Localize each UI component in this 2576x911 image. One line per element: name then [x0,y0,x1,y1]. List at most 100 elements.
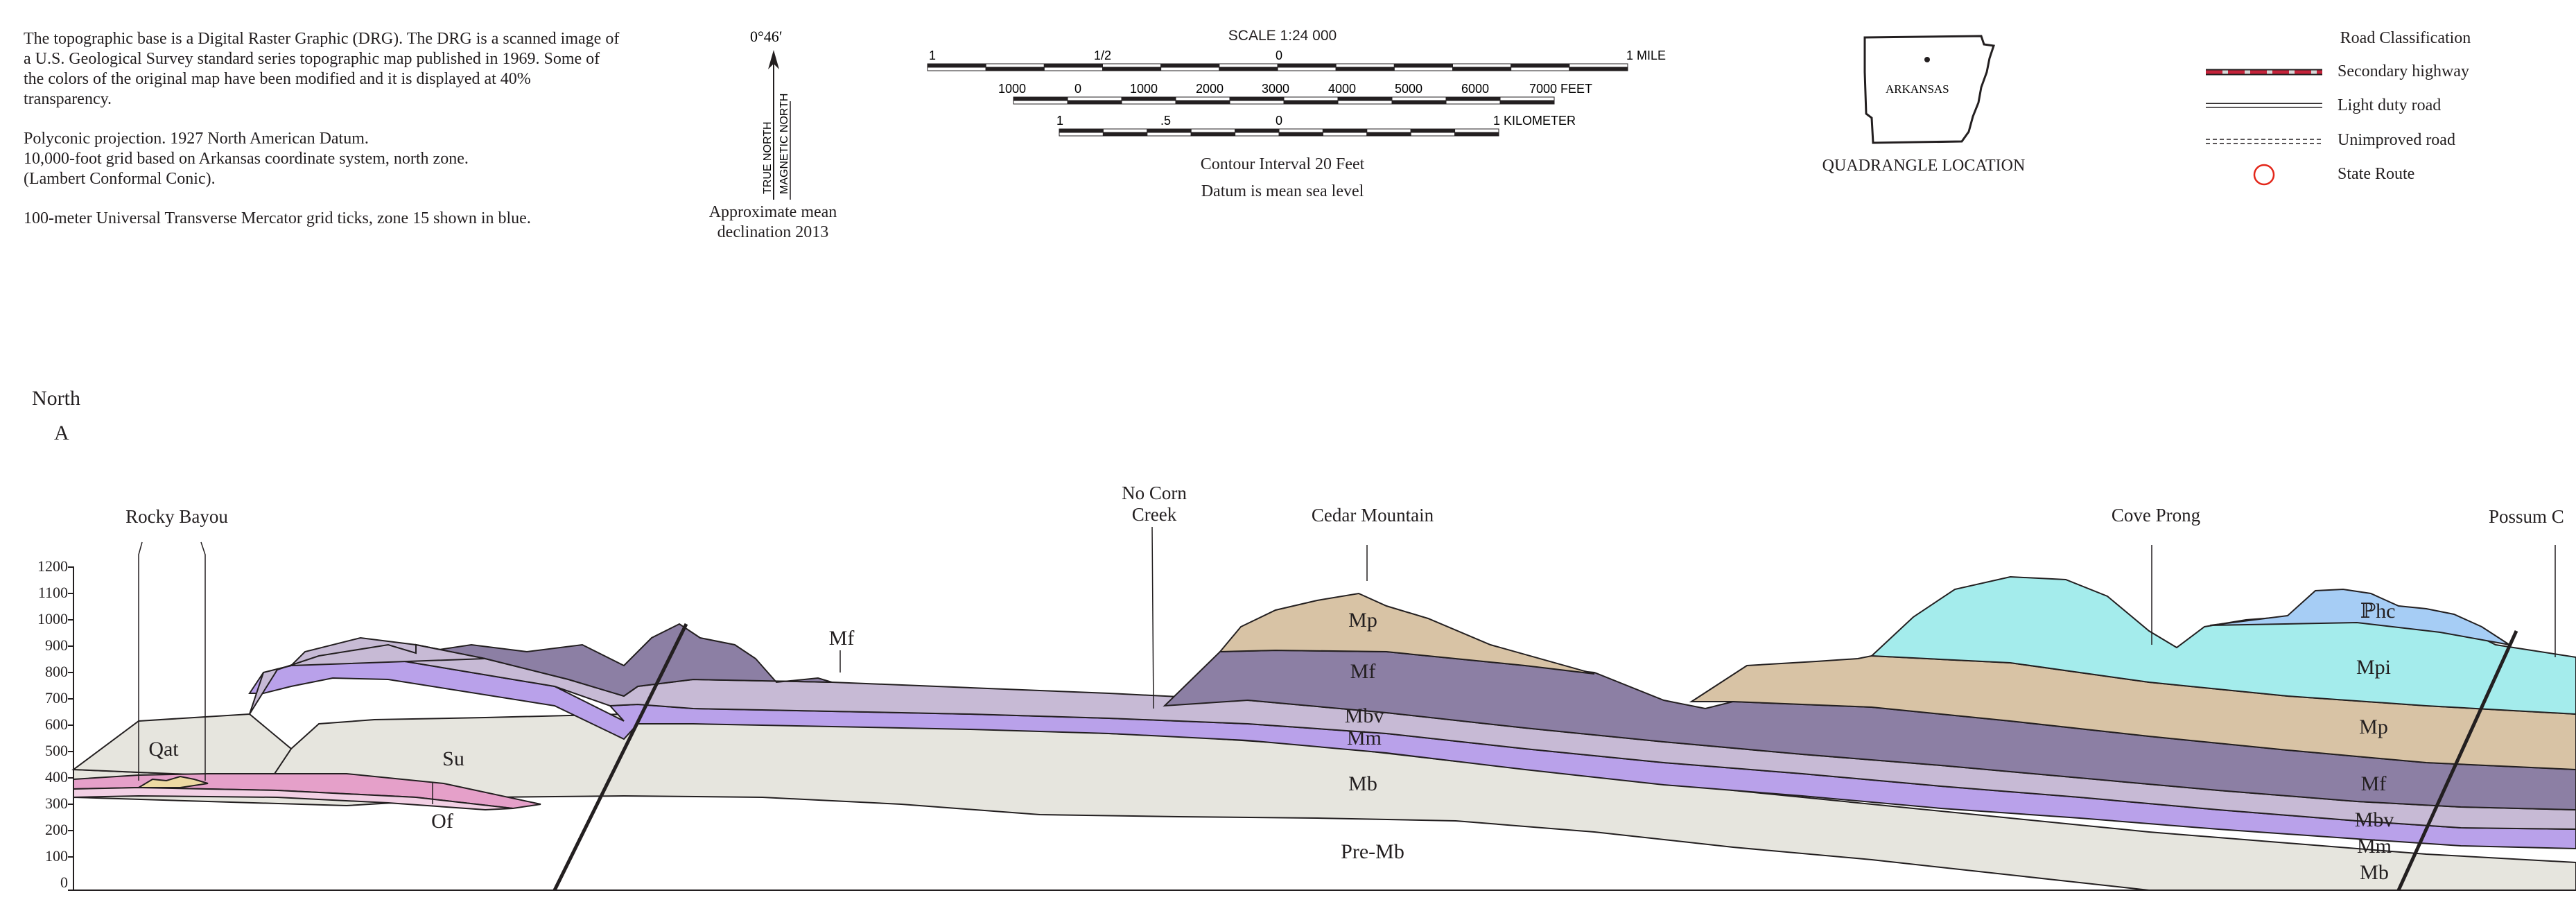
unit-label-mf-right: Mf [2360,772,2387,795]
datum-note: Datum is mean sea level [1201,182,1364,200]
scale-bars: 1 1/2 0 1 MILE 1000 0 1000 2000 3000 400… [927,49,1666,137]
mile-label-1: 1 [929,49,936,62]
road-label-secondary-highway: Secondary highway [2338,62,2469,80]
state-route-symbol [2253,164,2275,186]
fault-line-right [2396,630,2518,892]
unit-su-area-fill [71,713,293,792]
unimproved-road-symbol [2206,139,2322,144]
mile-scale-segment [1569,67,1628,71]
unit-label-pre-mb: Pre-Mb [1341,840,1404,863]
road-label-unimproved-road: Unimproved road [2338,131,2455,149]
declination-angle: 0°46′ [750,28,783,45]
km-label-end: 1 KILOMETER [1493,114,1576,128]
y-tick-label: 0 [60,874,68,891]
projection-note: Polyconic projection. 1927 North America… [24,129,620,189]
unit-label-mbv: Mbv [1344,704,1384,727]
feet-label-3000: 3000 [1262,82,1289,96]
feet-label-4000: 4000 [1328,82,1356,96]
contour-interval-note: Contour Interval 20 Feet [1200,155,1365,173]
y-tick-label: 500 [45,742,68,759]
mile-label-end: 1 MILE [1626,49,1666,62]
declination-caption: Approximate mean declination 2013 [708,203,837,241]
unit-label-mf: Mf [1350,660,1376,683]
km-label-half: .5 [1160,114,1171,128]
feature-rocky-bayou: Rocky Bayou [125,506,228,527]
unit-label-mbv-right: Mbv [2354,808,2394,831]
feature-possum: Possum C [2489,506,2564,527]
road-label-state-route: State Route [2338,165,2415,183]
road-legend-symbols [2206,69,2322,186]
y-tick-label: 1200 [37,557,68,575]
arkansas-label: ARKANSAS [1886,83,1949,96]
fault-line-left [552,623,688,892]
projection-line-3: (Lambert Conformal Conic). [24,170,216,188]
feet-scale-segment [1499,100,1555,105]
utm-note: 100-meter Universal Transverse Mercator … [24,209,531,227]
feet-scale: 1000 0 1000 2000 3000 4000 5000 6000 700… [998,82,1592,105]
unit-label-mpi: Mpi [2356,656,2391,679]
scale-title: SCALE 1:24 000 [1228,28,1337,44]
feet-label-7000: 7000 FEET [1529,82,1592,96]
magnetic-north-label: MAGNETIC NORTH [778,94,790,194]
mile-scale: 1 1/2 0 1 MILE [927,49,1666,71]
unit-label-mf-upper: Mf [828,627,855,650]
unit-label-qat: Qat [148,738,179,761]
y-tick-label: 200 [45,821,68,838]
arkansas-state-shape [1863,35,1995,144]
road-legend-title: Road Classification [2340,29,2471,47]
km-scale-segment [1454,132,1499,137]
feet-label-6000: 6000 [1461,82,1489,96]
y-tick-label: 300 [45,795,68,812]
no-corn-creek-line-2: Creek [1131,504,1177,525]
unit-label-mm-right: Mm [2356,835,2392,858]
mile-label-0: 0 [1276,49,1282,62]
true-north-arrowhead [768,50,779,69]
km-scale: 1 .5 0 1 KILOMETER [1056,114,1576,137]
unit-label-of: Of [431,810,453,833]
feature-cedar-mountain: Cedar Mountain [1311,505,1434,526]
y-tick-label: 900 [45,636,68,654]
quadrangle-caption: QUADRANGLE LOCATION [1822,157,2026,175]
unit-label-mp: Mp [1348,609,1377,632]
unit-label-phc: ℙhc [2360,600,2396,623]
unit-label-mp-right: Mp [2359,715,2388,738]
feature-no-corn-creek: No Corn Creek [1095,483,1213,526]
feet-label-2000: 2000 [1196,82,1224,96]
km-label-1: 1 [1056,114,1063,128]
y-tick-label: 700 [45,689,68,706]
feature-cove-prong: Cove Prong [2111,505,2201,526]
projection-line-2: 10,000-foot grid based on Arkansas coord… [24,150,469,168]
unit-phc-fill [2209,588,2510,645]
road-label-light-duty-road: Light duty road [2338,96,2442,114]
arkansas-outline-map: ARKANSAS [1863,35,1995,144]
quadrangle-location-dot [1924,57,1930,62]
y-tick-label: 1100 [37,584,68,601]
feature-leader-lines [138,526,2556,804]
feet-label-0: 0 [1074,82,1081,96]
unit-label-mb-right: Mb [2360,861,2389,884]
section-letter-label: A [54,422,69,444]
drg-note: The topographic base is a Digital Raster… [24,30,620,108]
map-info-text: The topographic base is a Digital Raster… [24,29,620,248]
feet-label-1000: 1000 [1130,82,1158,96]
unit-mbv-left-fill [249,643,486,715]
unit-label-su: Su [442,747,464,770]
no-corn-creek-line-1: No Corn [1122,483,1187,503]
mile-label-half: 1/2 [1094,49,1111,62]
y-tick-label: 400 [45,768,68,786]
y-tick-label: 600 [45,715,68,733]
true-north-label: TRUE NORTH [762,121,774,194]
unit-label-mm: Mm [1346,727,1382,749]
unit-pre-mb-fill [73,795,2150,891]
section-direction-label: North [32,387,80,410]
feet-label-1000-left: 1000 [998,82,1026,96]
unit-of-fill [73,786,514,811]
km-label-0: 0 [1276,114,1282,128]
projection-line-1: Polyconic projection. 1927 North America… [24,130,369,148]
unit-qat-fill [136,775,209,788]
y-tick-label: 100 [45,847,68,865]
unit-label-mb: Mb [1348,772,1377,795]
declination-diagram: 0°46′ TRUE NORTH MAGNETIC NORTH [750,28,791,200]
y-tick-label: 1000 [37,610,68,627]
